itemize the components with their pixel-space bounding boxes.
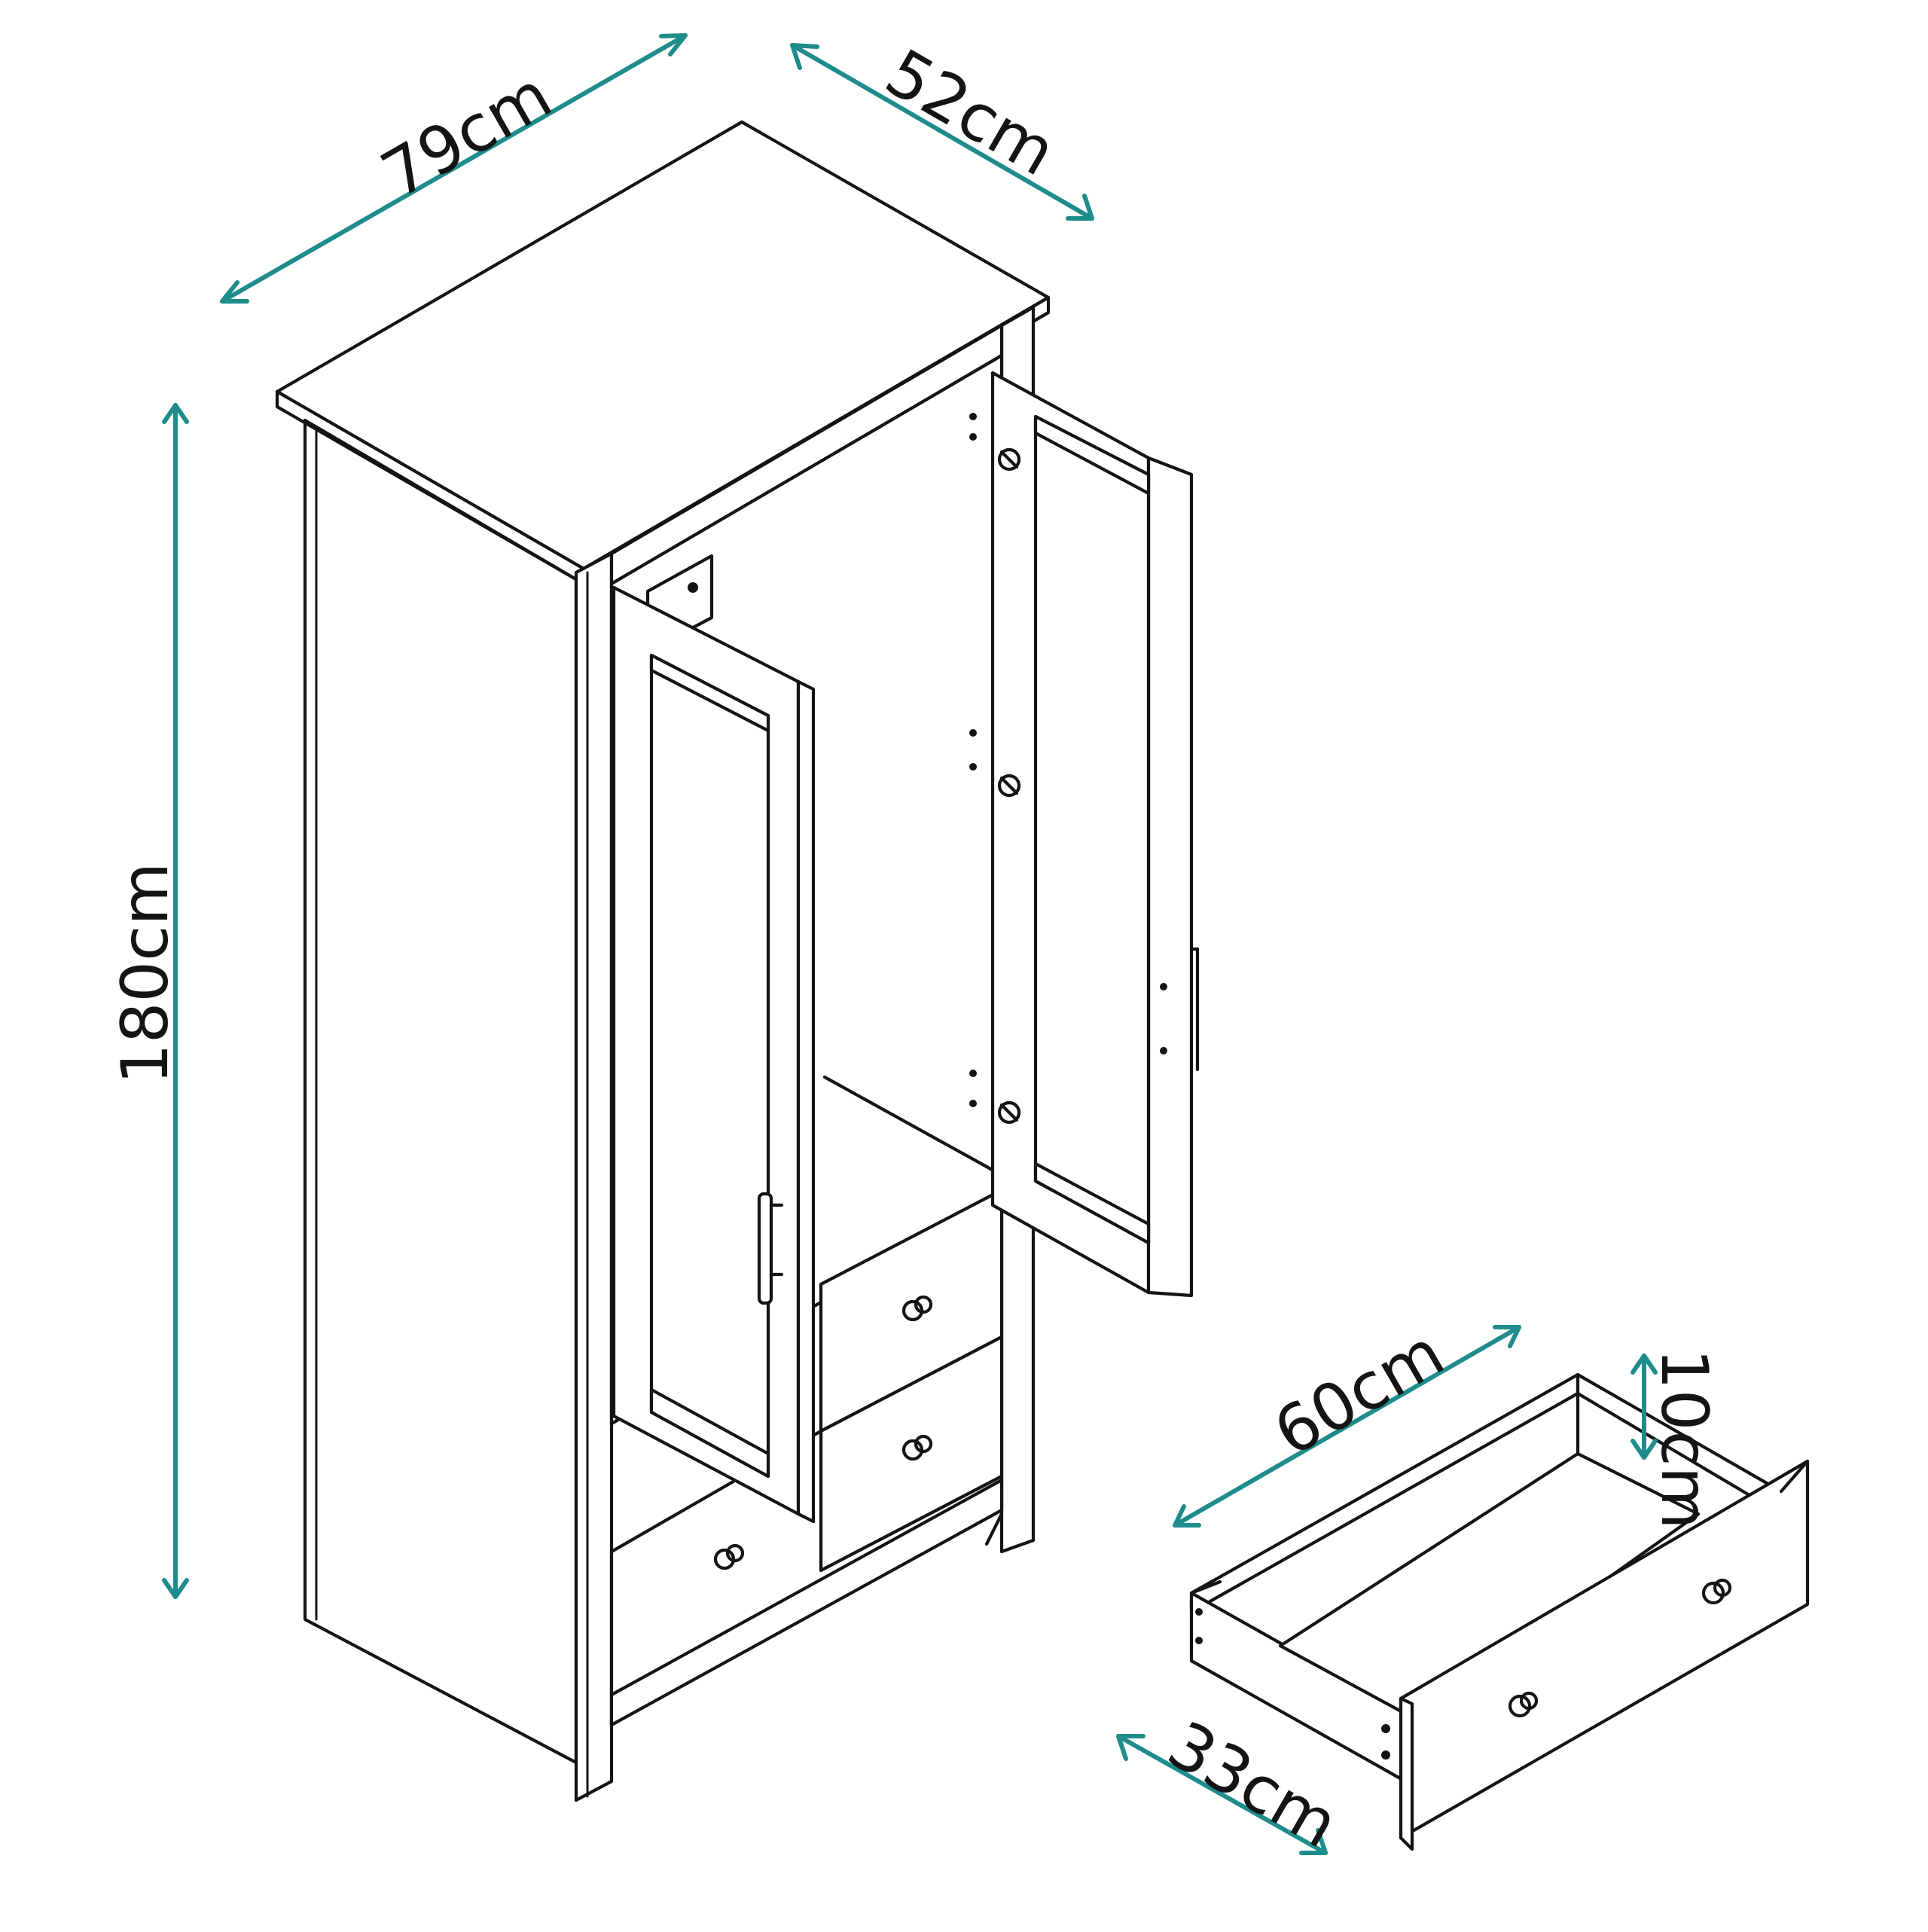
knob-icon xyxy=(1701,1578,1732,1605)
loose-drawer xyxy=(1189,1372,1810,1851)
door-handle-icon xyxy=(757,1192,784,1305)
dimension-drawer-width: 60cm xyxy=(1173,1315,1521,1528)
wardrobe xyxy=(275,120,1200,1802)
dimension-drawer-height-label: 10cm xyxy=(1646,1348,1722,1530)
dimension-drawer-width-label: 60cm xyxy=(1262,1315,1457,1471)
knob-icon xyxy=(713,1543,745,1570)
knob-icon xyxy=(901,1434,933,1461)
dimension-drawer-height: 10cm xyxy=(1631,1348,1722,1530)
knob-icon xyxy=(1508,1691,1539,1718)
wardrobe-side-panel xyxy=(303,420,578,1765)
hinge-icon xyxy=(997,774,1021,798)
wardrobe-front-left-stile xyxy=(574,551,614,1802)
wardrobe-left-door xyxy=(612,585,816,1524)
wardrobe-drawers xyxy=(609,1188,1004,1727)
hinge-holes xyxy=(969,413,977,1107)
dimension-height: 180cm xyxy=(108,403,189,1599)
hinge-icon xyxy=(997,447,1021,472)
wardrobe-right-door xyxy=(990,371,1200,1298)
dimension-depth-label: 52cm xyxy=(874,35,1068,191)
dimension-width-label: 79cm xyxy=(370,57,564,213)
knob-icon xyxy=(901,1295,933,1322)
hinge-icon xyxy=(997,1100,1021,1125)
dimension-height-label: 180cm xyxy=(108,862,183,1085)
